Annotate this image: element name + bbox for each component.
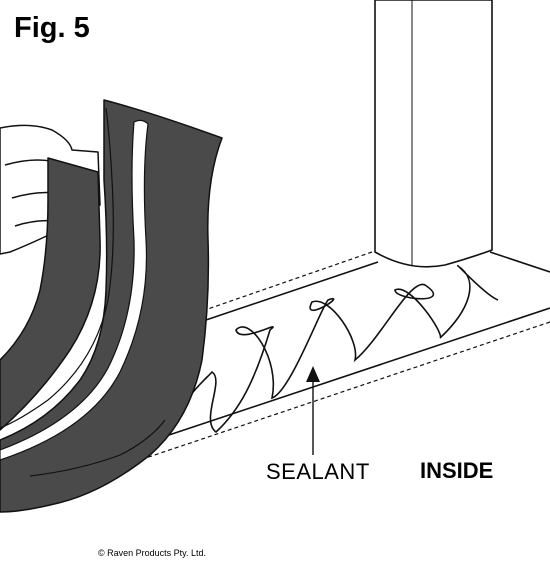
sill-outline xyxy=(159,251,550,439)
copyright-notice: © Raven Products Pty. Ltd. xyxy=(98,548,207,558)
door-post xyxy=(374,0,493,268)
sealant-bead xyxy=(171,265,499,434)
figure-title: Fig. 5 xyxy=(14,12,90,44)
arrow-up-icon xyxy=(306,366,320,382)
seal-strip xyxy=(0,99,223,513)
inside-label: INSIDE xyxy=(420,458,494,483)
sill-dashed-edges xyxy=(109,251,550,471)
sealant-arrow xyxy=(306,366,320,455)
sealant-label: SEALANT xyxy=(266,459,370,484)
